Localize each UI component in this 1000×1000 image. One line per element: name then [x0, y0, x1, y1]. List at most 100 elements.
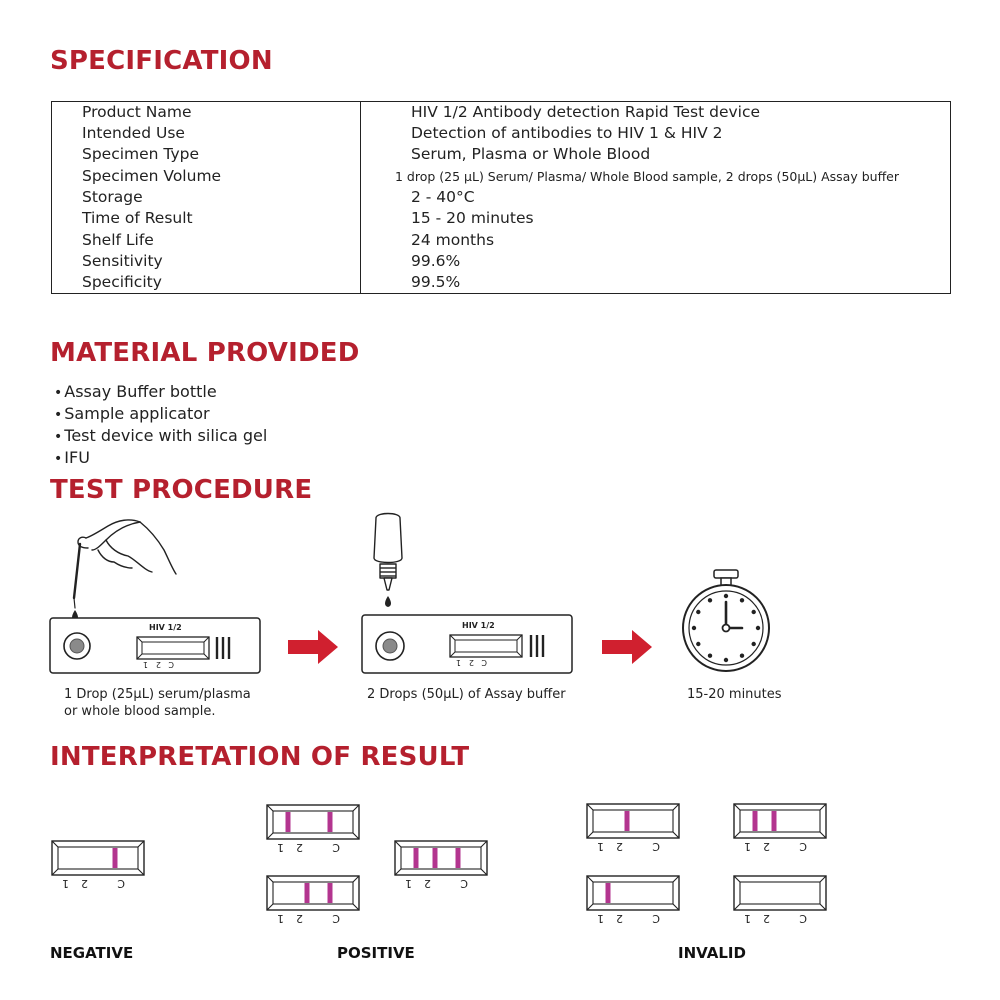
- invalid-label: INVALID: [678, 944, 746, 962]
- window-label-1: 1: [597, 840, 604, 853]
- window-label-1: 1: [277, 841, 284, 854]
- cassette-window: [400, 846, 482, 870]
- window-label-1: 1: [597, 912, 604, 925]
- result-line-2: [771, 811, 777, 831]
- window-label-2: 2: [296, 841, 303, 854]
- drop-icon: [385, 596, 391, 607]
- spec-label: Specificity: [51, 272, 361, 295]
- cassette-window: [57, 846, 139, 870]
- window-label-1: 1: [405, 877, 412, 890]
- step2-illustration: HIV 1/2 1 2 C: [361, 512, 573, 674]
- result-line-1: [605, 883, 611, 903]
- material-item-label: Test device with silica gel: [64, 426, 268, 445]
- spec-value: 2 - 40°C: [360, 186, 951, 209]
- cassette-window: [739, 881, 821, 905]
- dropper-bottle-icon: [373, 512, 403, 591]
- material-item-label: Assay Buffer bottle: [64, 382, 217, 401]
- spec-value: 24 months: [360, 229, 951, 251]
- step1-illustration: HIV 1/2 1 2 C: [49, 519, 261, 674]
- window-label-2: 2: [616, 840, 623, 853]
- result-line-2: [432, 848, 438, 868]
- material-item-label: IFU: [64, 448, 90, 467]
- interpretation-heading: INTERPRETATION OF RESULT: [50, 742, 470, 772]
- spec-label: Shelf Life: [51, 229, 361, 251]
- spec-value: Serum, Plasma or Whole Blood: [360, 144, 951, 166]
- window-label-2: 2: [763, 840, 770, 853]
- window-label-2: 2: [763, 912, 770, 925]
- result-line-c: [327, 883, 333, 903]
- window-label-1: 1: [62, 877, 69, 890]
- stopwatch-icon: [682, 569, 770, 672]
- spec-label: Specimen Volume: [51, 165, 361, 187]
- arrow-right-icon: [602, 630, 652, 664]
- window-label-2: 2: [616, 912, 623, 925]
- window-label-1: 1: [744, 840, 751, 853]
- device-title: HIV 1/2: [462, 621, 495, 630]
- result-line-c: [327, 812, 333, 832]
- result-line-c: [112, 848, 118, 868]
- spec-label: Storage: [51, 186, 361, 209]
- list-item: •IFU: [54, 448, 90, 467]
- test-device: HIV 1/2 1 2 C: [361, 614, 573, 674]
- window-label-c: C: [332, 912, 340, 925]
- list-item: •Test device with silica gel: [54, 426, 268, 445]
- spec-value: HIV 1/2 Antibody detection Rapid Test de…: [360, 101, 951, 123]
- spec-label: Sensitivity: [51, 250, 361, 273]
- window-label-c: C: [799, 912, 807, 925]
- cassette-window: [592, 809, 674, 833]
- window-label-2: 2: [296, 912, 303, 925]
- window-label-2: 2: [469, 658, 474, 667]
- arrow-right-icon: [288, 630, 338, 664]
- window-label-c: C: [117, 877, 125, 890]
- window-label-c: C: [460, 877, 468, 890]
- spec-label: Specimen Type: [51, 144, 361, 166]
- material-item-label: Sample applicator: [64, 404, 210, 423]
- window-label-2: 2: [81, 877, 88, 890]
- window-label-c: C: [481, 658, 487, 667]
- materials-list: •Assay Buffer bottle •Sample applicator …: [54, 381, 267, 469]
- device-title: HIV 1/2: [149, 623, 182, 632]
- spec-value: 1 drop (25 µL) Serum/ Plasma/ Whole Bloo…: [360, 165, 951, 187]
- negative-label: NEGATIVE: [50, 944, 134, 962]
- step1-caption-line1: 1 Drop (25µL) serum/plasma: [64, 687, 251, 702]
- window-label-2: 2: [424, 877, 431, 890]
- step3-caption: 15-20 minutes: [687, 687, 782, 702]
- result-line-2: [304, 883, 310, 903]
- window-label-1: 1: [744, 912, 751, 925]
- window-label-c: C: [652, 840, 660, 853]
- cassette-window: [739, 809, 821, 833]
- spec-label: Product Name: [51, 101, 361, 123]
- list-item: •Sample applicator: [54, 404, 210, 423]
- window-label-1: 1: [143, 660, 148, 669]
- result-line-1: [752, 811, 758, 831]
- result-line-1: [413, 848, 419, 868]
- result-line-2: [624, 811, 630, 831]
- specification-heading: SPECIFICATION: [50, 46, 273, 76]
- spec-value: 99.6%: [360, 250, 951, 273]
- spec-value: 15 - 20 minutes: [360, 208, 951, 230]
- window-label-c: C: [799, 840, 807, 853]
- test-device: HIV 1/2 1 2 C: [49, 617, 261, 674]
- cassette-window: [272, 881, 354, 905]
- hand-pipette-icon: [72, 519, 177, 609]
- window-label-1: 1: [456, 658, 461, 667]
- step1-caption-line2: or whole blood sample.: [64, 704, 216, 719]
- step2-caption: 2 Drops (50µL) of Assay buffer: [367, 687, 566, 702]
- window-label-c: C: [652, 912, 660, 925]
